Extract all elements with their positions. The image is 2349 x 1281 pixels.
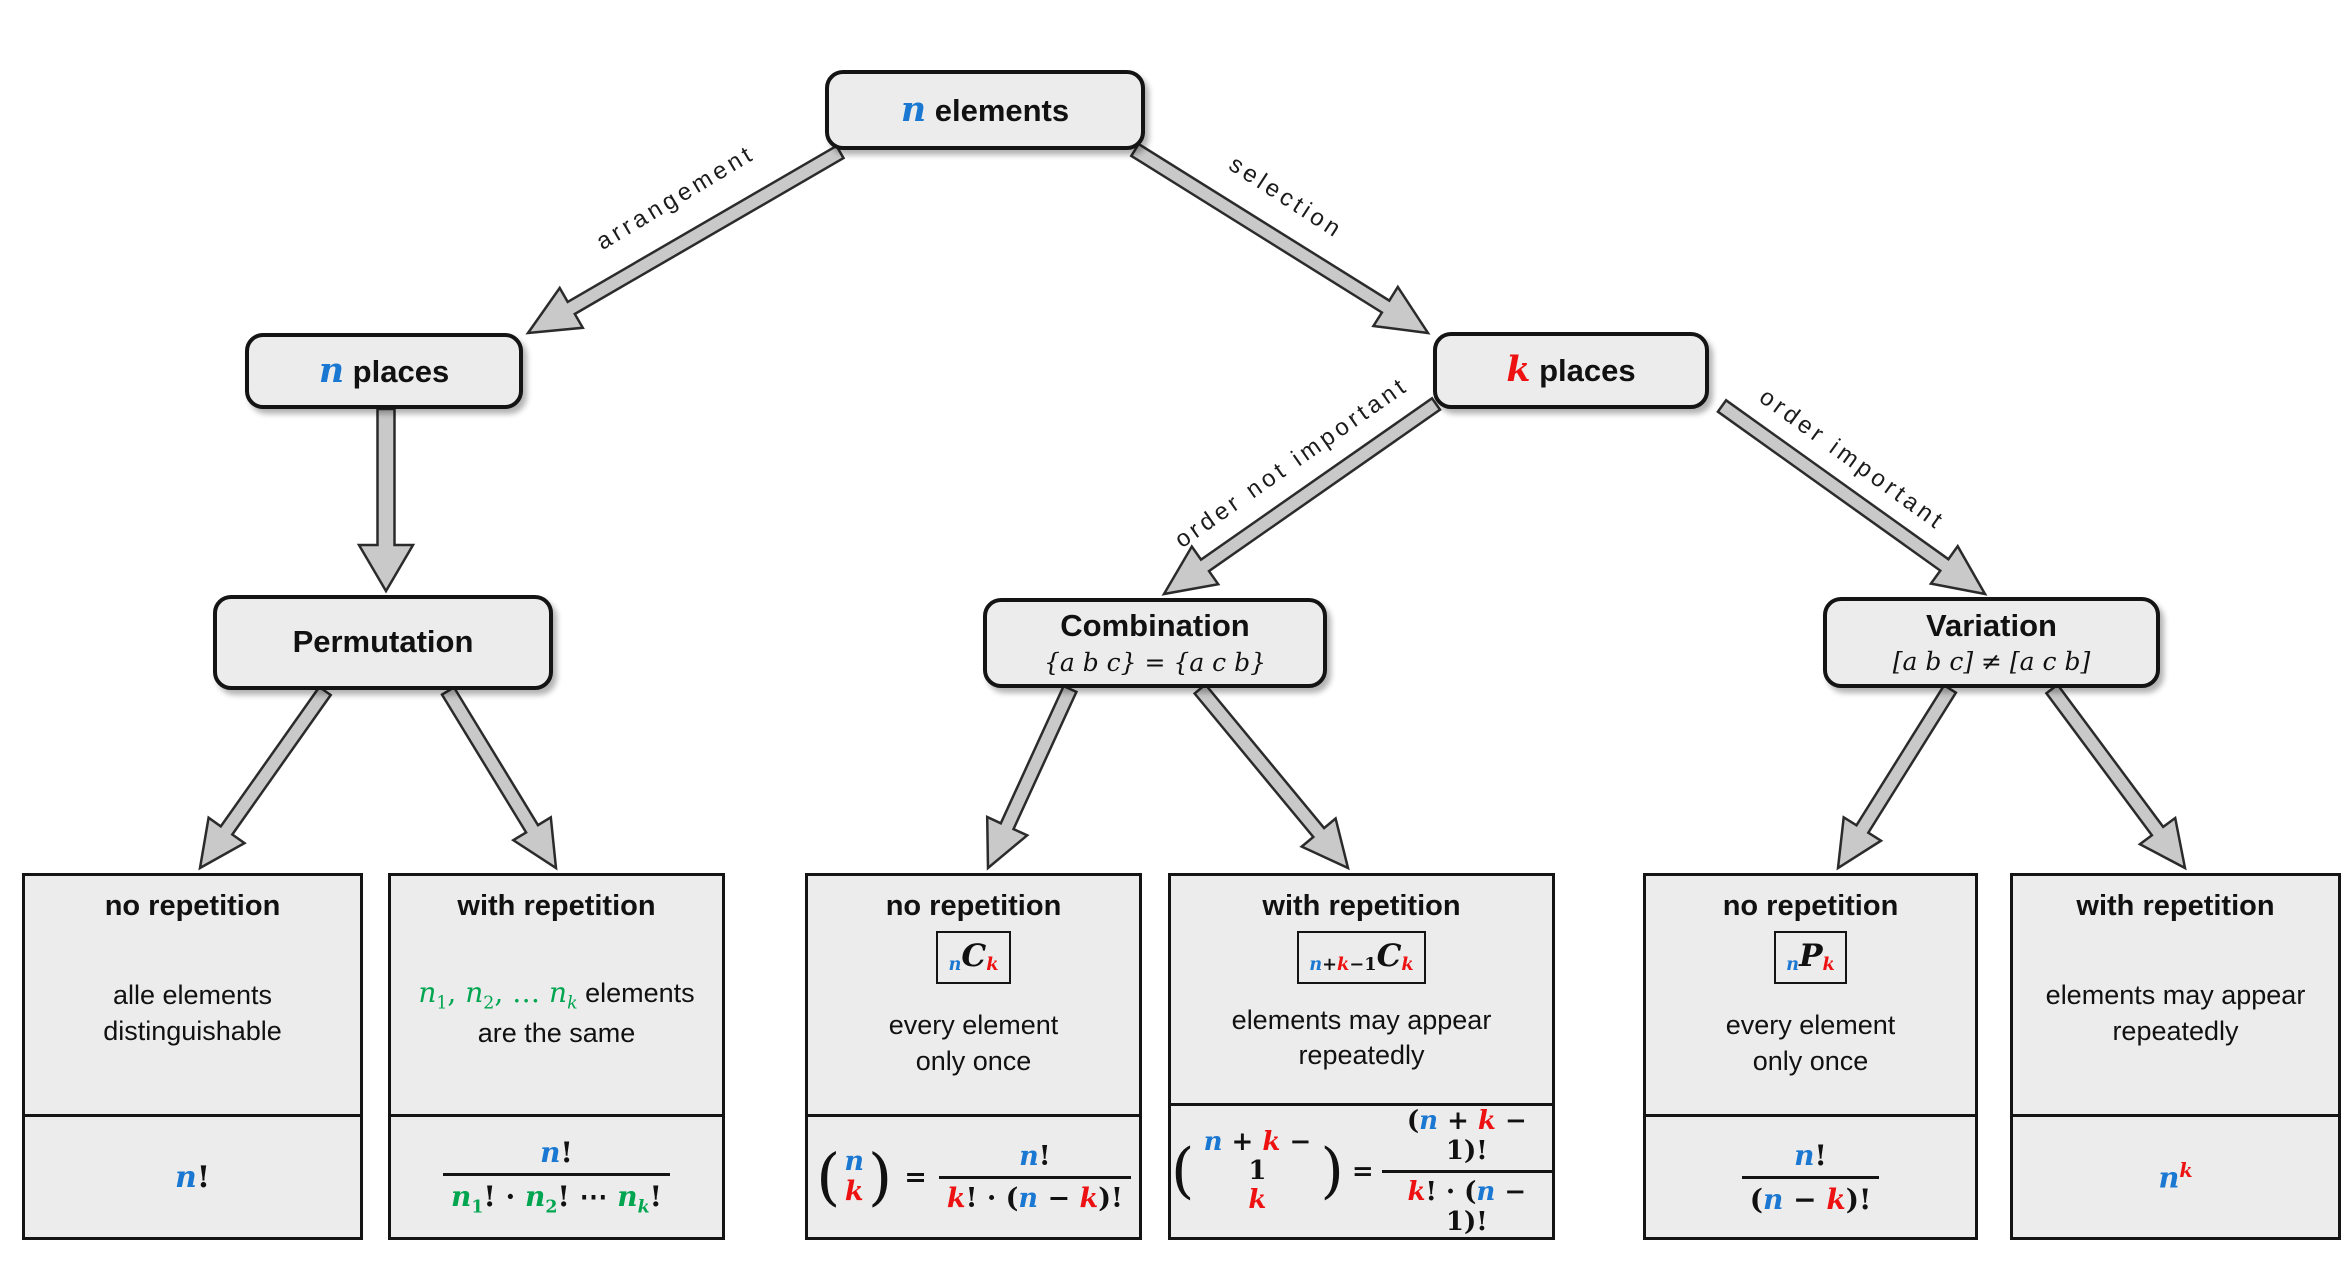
node-combination: Combination {a b c} = {a c b} [983, 598, 1327, 688]
leaf-title: no repetition [104, 890, 281, 922]
badge-nPk: nPk [1774, 931, 1847, 984]
node-k-places: k places [1433, 332, 1709, 409]
node-permutation-title: Permutation [292, 624, 474, 660]
leaf-variation-no-repetition: no repetition nPk every element only onc… [1643, 873, 1978, 1240]
node-permutation: Permutation [213, 595, 553, 690]
leaf-combination-with-repetition: with repetition n+k−1Ck elements may app… [1168, 873, 1555, 1240]
formula-n-factorial: n! [175, 1159, 210, 1195]
formula-n-over-n-minus-k: n! (n − k)! [1646, 1117, 1975, 1237]
arrow-k-places-to-variation [1716, 398, 1988, 596]
formula-n-over-nk-factorials: n! n1! · n2! ⋯ nk! [391, 1117, 722, 1237]
arrow-permutation-to-no-rep [198, 685, 333, 871]
leaf-upper: with repetition n1, n2, … nk elements ar… [391, 876, 722, 1117]
arrow-variation-to-with-rep [2044, 683, 2187, 871]
node-n-elements-label: n elements [900, 88, 1070, 130]
leaf-description: alle elements distinguishable [103, 979, 282, 1046]
formula-n-power-k: nk [2158, 1159, 2193, 1195]
badge-nCk: nCk [936, 931, 1011, 984]
node-variation-title: Variation [1926, 607, 2057, 643]
leaf-title: no repetition [885, 890, 1062, 922]
arrow-n-places-to-permutation [356, 407, 416, 594]
leaf-title: with repetition [1262, 890, 1461, 922]
node-variation-subtitle: [a b c] ≠ [a c b] [1892, 647, 2091, 677]
node-n-elements: n elements [825, 70, 1145, 150]
node-combination-subtitle: {a b c} = {a c b} [1043, 647, 1267, 677]
arrow-combination-to-with-rep [1192, 682, 1350, 871]
leaf-permutation-no-repetition: no repetition alle elements distinguisha… [22, 873, 363, 1240]
leaf-upper: no repetition alle elements distinguisha… [25, 876, 360, 1117]
leaf-description: elements may appear repeatedly [2045, 979, 2306, 1046]
formula-binomial-n-plus-k-minus-1: ( n + k − 1 k ) = (n + k − 1)! k! · (n −… [1171, 1106, 1552, 1237]
arrow-k-places-to-combination [1161, 396, 1442, 596]
leaf-upper: with repetition elements may appear repe… [2013, 876, 2338, 1117]
leaf-title: with repetition [2076, 890, 2275, 922]
arrow-root-to-n-places [525, 144, 846, 335]
node-combination-title: Combination [1060, 608, 1250, 644]
node-n-places: n places [245, 333, 523, 409]
leaf-description: elements may appear repeatedly [1231, 1004, 1492, 1071]
leaf-permutation-with-repetition: with repetition n1, n2, … nk elements ar… [388, 873, 725, 1240]
arrow-permutation-to-with-rep [440, 685, 558, 871]
leaf-title: with repetition [457, 890, 656, 922]
leaf-description: every element only once [1725, 1010, 1896, 1076]
leaf-variation-with-repetition: with repetition elements may appear repe… [2010, 873, 2341, 1240]
leaf-upper: no repetition nCk every element only onc… [808, 876, 1139, 1117]
arrow-variation-to-no-rep [1836, 683, 1958, 871]
badge-n-plus-k-minus-1-C-k: n+k−1Ck [1297, 931, 1426, 984]
leaf-description: n1, n2, … nk elements are the same [418, 976, 695, 1048]
node-variation: Variation [a b c] ≠ [a c b] [1823, 597, 2160, 688]
arrow-root-to-k-places [1129, 142, 1431, 335]
arrow-combination-to-no-rep [985, 684, 1079, 871]
leaf-upper: no repetition nPk every element only onc… [1646, 876, 1975, 1117]
leaf-upper: with repetition n+k−1Ck elements may app… [1171, 876, 1552, 1106]
formula-binomial-n-k: ( n k ) = n! k! · (n − k)! [808, 1117, 1139, 1237]
node-k-places-label: k places [1506, 349, 1636, 391]
leaf-title: no repetition [1722, 890, 1899, 922]
leaf-combination-no-repetition: no repetition nCk every element only onc… [805, 873, 1142, 1240]
node-n-places-label: n places [318, 349, 450, 391]
leaf-description: every element only once [888, 1010, 1059, 1076]
